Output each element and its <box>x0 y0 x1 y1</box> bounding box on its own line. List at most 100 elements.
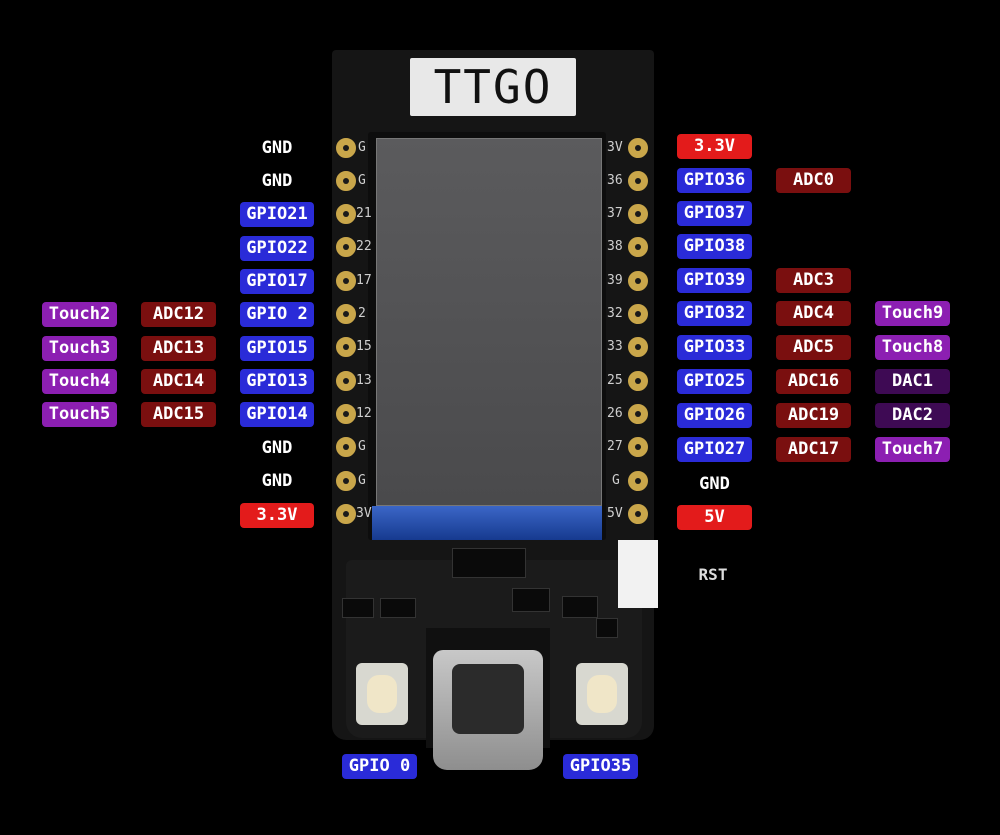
smd-component <box>380 598 416 618</box>
label-gpio21: GPIO21 <box>240 202 314 227</box>
header-pin <box>628 471 648 491</box>
usb-c-port-opening <box>452 664 524 734</box>
header-pin <box>336 337 356 357</box>
button-gpio35-cap <box>587 675 617 713</box>
label-touch7: Touch7 <box>875 437 950 462</box>
label-touch4: Touch4 <box>42 369 117 394</box>
label-gnd: GND <box>261 138 293 158</box>
brand-logo-plate <box>410 58 576 116</box>
label-gnd: GND <box>261 471 293 491</box>
label-adc0: ADC0 <box>776 168 851 193</box>
silk-left: 3V <box>356 506 372 521</box>
label-gpio0: GPIO 0 <box>342 754 417 779</box>
header-pin <box>628 437 648 457</box>
label-gpio36: GPIO36 <box>677 168 752 193</box>
silk-left: G <box>358 173 366 188</box>
header-pin <box>336 171 356 191</box>
header-pin <box>336 437 356 457</box>
silk-left: 13 <box>356 373 372 388</box>
silk-right: 37 <box>607 206 623 221</box>
header-pin <box>336 371 356 391</box>
label-adc19: ADC19 <box>776 403 851 428</box>
smd-component <box>512 588 550 612</box>
label-touch8: Touch8 <box>875 335 950 360</box>
header-pin <box>628 171 648 191</box>
silk-right: 33 <box>607 339 623 354</box>
label-gpio35: GPIO35 <box>563 754 638 779</box>
silk-left: G <box>358 439 366 454</box>
silk-left: 12 <box>356 406 372 421</box>
header-pin <box>628 271 648 291</box>
label-gnd-right: GND <box>699 474 730 494</box>
label-adc15: ADC15 <box>141 402 216 427</box>
label-gnd: GND <box>261 171 293 191</box>
label-5v: 5V <box>677 505 752 530</box>
label-adc17: ADC17 <box>776 437 851 462</box>
header-pin <box>336 271 356 291</box>
header-pin <box>628 237 648 257</box>
header-pin <box>628 371 648 391</box>
label-dac2: DAC2 <box>875 403 950 428</box>
silk-right: 36 <box>607 173 623 188</box>
header-pin <box>336 237 356 257</box>
label-gpio37: GPIO37 <box>677 201 752 226</box>
label-gpio2: GPIO 2 <box>240 302 314 327</box>
reset-switch[interactable] <box>618 540 658 608</box>
header-pin <box>628 304 648 324</box>
silk-left: 22 <box>356 239 372 254</box>
connector-chip <box>452 548 526 578</box>
label-adc13: ADC13 <box>141 336 216 361</box>
header-pin <box>628 504 648 524</box>
silk-left: 15 <box>356 339 372 354</box>
silk-left: 2 <box>358 306 366 321</box>
smd-component <box>562 596 598 618</box>
header-pin <box>628 337 648 357</box>
silk-right: 3V <box>607 140 623 155</box>
header-pin <box>336 471 356 491</box>
label-gpio22: GPIO22 <box>240 236 314 261</box>
label-touch9: Touch9 <box>875 301 950 326</box>
label-gpio32: GPIO32 <box>677 301 752 326</box>
label-adc5: ADC5 <box>776 335 851 360</box>
silk-left: G <box>358 140 366 155</box>
label-rst: RST <box>698 565 728 584</box>
silk-right: 27 <box>607 439 623 454</box>
label-3v3-right: 3.3V <box>677 134 752 159</box>
label-gpio15: GPIO15 <box>240 336 314 361</box>
label-adc16: ADC16 <box>776 369 851 394</box>
silk-right: 25 <box>607 373 623 388</box>
label-gpio13: GPIO13 <box>240 369 314 394</box>
label-gpio33: GPIO33 <box>677 335 752 360</box>
silk-right: 5V <box>607 506 623 521</box>
silk-left: 17 <box>356 273 372 288</box>
header-pin <box>336 138 356 158</box>
smd-component <box>596 618 618 638</box>
header-pin <box>628 204 648 224</box>
label-touch5: Touch5 <box>42 402 117 427</box>
label-adc3: ADC3 <box>776 268 851 293</box>
header-pin <box>336 404 356 424</box>
label-touch2: Touch2 <box>42 302 117 327</box>
label-gnd: GND <box>261 438 293 458</box>
silk-right: 39 <box>607 273 623 288</box>
header-pin <box>628 404 648 424</box>
label-adc12: ADC12 <box>141 302 216 327</box>
label-3v3-left: 3.3V <box>240 503 314 528</box>
label-gpio38: GPIO38 <box>677 234 752 259</box>
label-adc14: ADC14 <box>141 369 216 394</box>
lcd-ribbon-cable <box>372 506 602 540</box>
silk-right: 38 <box>607 239 623 254</box>
silk-left: G <box>358 473 366 488</box>
label-touch3: Touch3 <box>42 336 117 361</box>
header-pin <box>628 138 648 158</box>
label-dac1: DAC1 <box>875 369 950 394</box>
label-gpio14: GPIO14 <box>240 402 314 427</box>
silk-right: G <box>612 473 620 488</box>
header-pin <box>336 504 356 524</box>
silk-right: 26 <box>607 406 623 421</box>
label-gpio27: GPIO27 <box>677 437 752 462</box>
label-gpio26: GPIO26 <box>677 403 752 428</box>
label-gpio25: GPIO25 <box>677 369 752 394</box>
brand-logo: TTGO <box>433 60 553 114</box>
smd-component <box>342 598 374 618</box>
